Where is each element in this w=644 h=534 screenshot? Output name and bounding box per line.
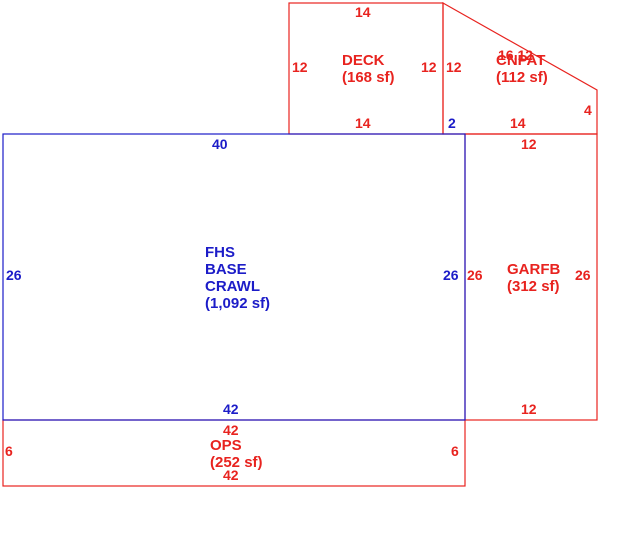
cnpat-slope-dim: 16.12 bbox=[498, 47, 534, 63]
ops-right-dim: 6 bbox=[451, 443, 459, 459]
cnpat-name-label: CNPAT bbox=[496, 52, 546, 69]
main-area-label: (1,092 sf) bbox=[205, 295, 271, 312]
main-name-line-1: FHS bbox=[205, 244, 235, 261]
deck-right-dim: 12 bbox=[421, 59, 437, 75]
main-name-line-2: BASE bbox=[205, 261, 247, 278]
main-structure-outline bbox=[2, 133, 466, 421]
garfb-top-dim: 12 bbox=[521, 136, 537, 152]
garfb-left-dim: 26 bbox=[467, 267, 483, 283]
deck-name-label: DECK bbox=[342, 52, 385, 69]
cnpat-bottom-dim: 14 bbox=[510, 115, 526, 131]
garfb-name-label: GARFB bbox=[507, 261, 561, 278]
ops-top-dim: 42 bbox=[223, 422, 239, 438]
main-left-dim: 26 bbox=[6, 267, 22, 283]
cnpat-left-dim: 12 bbox=[446, 59, 462, 75]
garfb-bottom-dim: 12 bbox=[521, 401, 537, 417]
cnpat-area-label: (112 sf) bbox=[496, 69, 548, 86]
garfb-right-dim: 26 bbox=[575, 267, 591, 283]
ops-left-dim: 6 bbox=[5, 443, 13, 459]
ops-bottom-dim: 42 bbox=[223, 467, 239, 483]
cnpat-offset-dim: 2 bbox=[448, 115, 456, 131]
main-top-dim: 40 bbox=[212, 136, 228, 152]
deck-top-dim: 14 bbox=[355, 4, 371, 20]
main-right-dim: 26 bbox=[443, 267, 459, 283]
deck-left-dim: 12 bbox=[292, 59, 308, 75]
deck-bottom-dim: 14 bbox=[355, 115, 371, 131]
cnpat-right-dim: 4 bbox=[584, 102, 592, 118]
ops-area-label: (252 sf) bbox=[210, 454, 263, 471]
deck-area-label: (168 sf) bbox=[342, 69, 395, 86]
main-bottom-dim: 42 bbox=[223, 401, 239, 417]
garfb-area-label: (312 sf) bbox=[507, 278, 560, 295]
ops-name-label: OPS bbox=[210, 437, 242, 454]
main-name-line-3: CRAWL bbox=[205, 278, 260, 295]
